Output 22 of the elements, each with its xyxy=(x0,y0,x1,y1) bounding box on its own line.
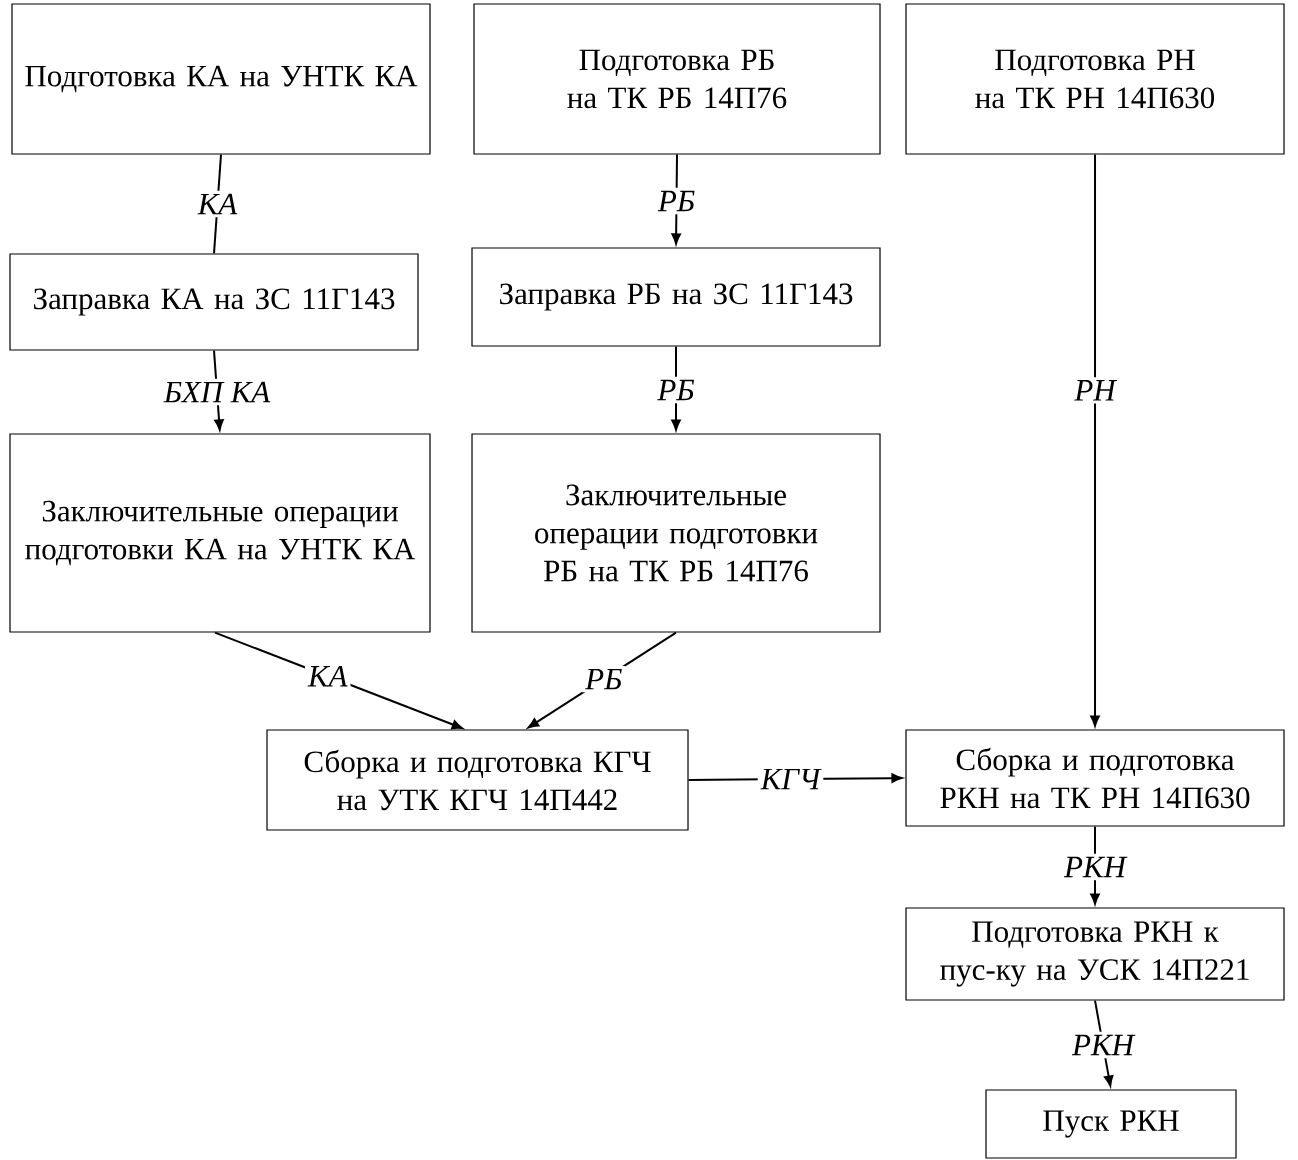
process-box: Заправка КА на ЗС 11Г143 xyxy=(9,253,419,351)
process-box: Сборка и подготовка КГЧ на УТК КГЧ 14П442 xyxy=(266,729,689,831)
edge-label: РБ xyxy=(654,187,699,215)
process-box: Сборка и подготовка РКН на ТК РН 14П630 xyxy=(905,729,1285,827)
process-box: Пуск РКН xyxy=(985,1089,1237,1159)
edge-label: КА xyxy=(304,662,351,690)
arrow xyxy=(1090,153,1100,727)
edge-label: КГЧ xyxy=(757,765,824,793)
edge-label: РБ xyxy=(582,665,626,693)
edge-label: КА xyxy=(194,190,241,218)
process-box: Подготовка РКН к пус-ку на УСК 14П221 xyxy=(905,907,1285,1001)
edge-label: БХП КА xyxy=(160,378,274,406)
edge-label: РКН xyxy=(1069,1031,1137,1059)
process-box: Подготовка РН на ТК РН 14П630 xyxy=(905,3,1285,155)
process-box: Заключительные операции подготовки КА на УНТК КА xyxy=(9,433,431,633)
edge-label: РБ xyxy=(654,376,698,404)
process-box: Заключительные операции подготовки РБ на ТК РБ 14П76 xyxy=(471,433,881,633)
edge-label: РН xyxy=(1071,377,1119,404)
process-box: Подготовка РБ на ТК РБ 14П76 xyxy=(473,3,881,155)
process-box: Подготовка КА на УНТК КА xyxy=(11,3,431,155)
process-box: Заправка РБ на ЗС 11Г143 xyxy=(471,247,881,347)
edge-label: РКН xyxy=(1061,853,1129,881)
